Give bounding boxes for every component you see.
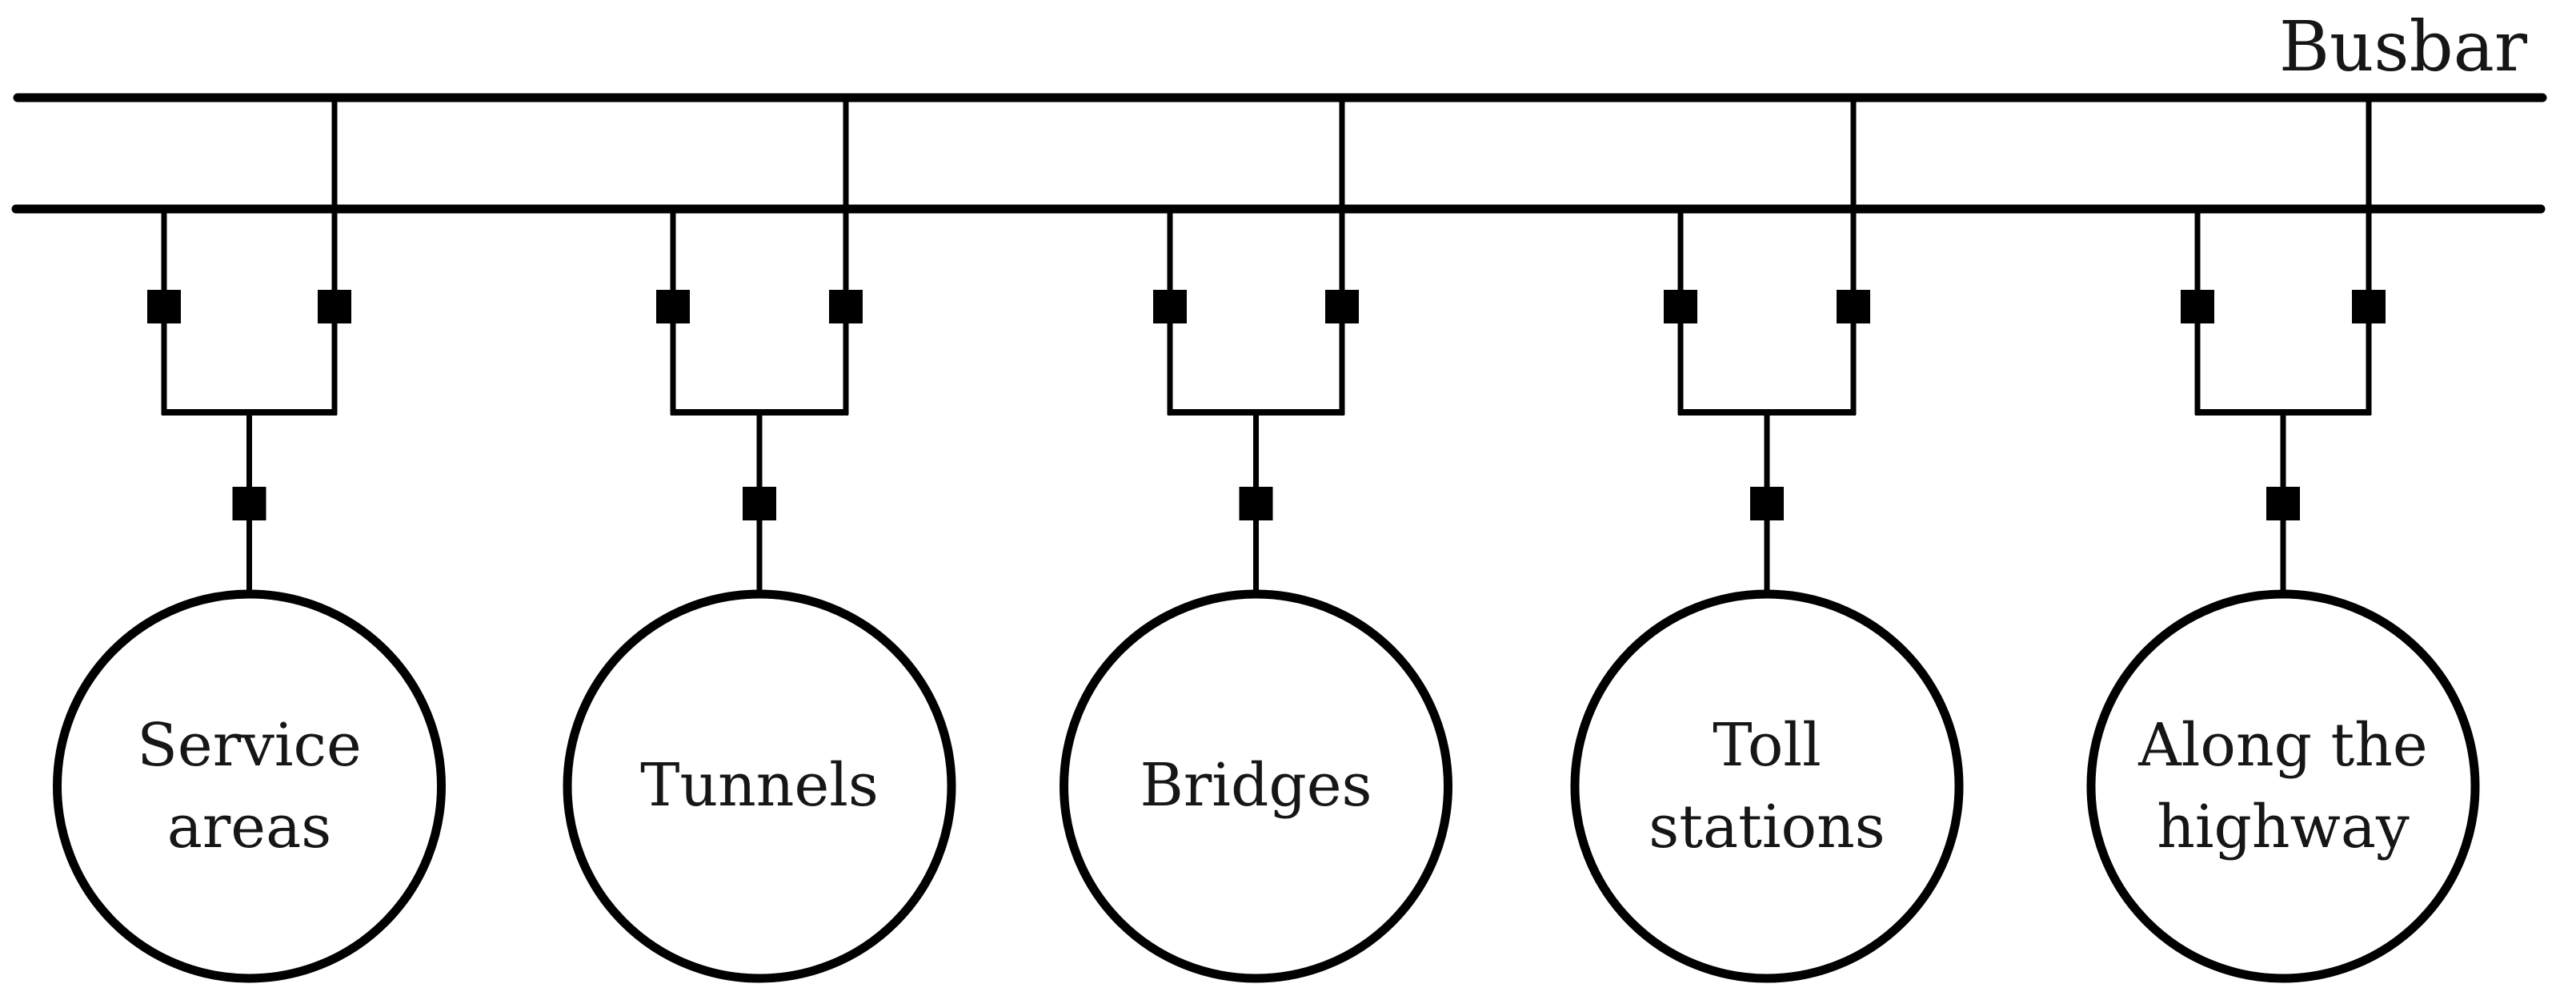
feeder-group-4: Toll stations	[1570, 98, 1964, 983]
switch-icon	[1153, 290, 1187, 323]
switch-icon	[318, 290, 351, 323]
feeder-group-5: Along the highway	[2086, 98, 2480, 983]
load-circle	[563, 589, 956, 983]
load-label-line: areas	[167, 793, 331, 861]
load-label-line: Along the	[2137, 711, 2427, 780]
switch-icon	[1239, 487, 1273, 520]
switch-icon	[656, 290, 690, 323]
switch-icon	[232, 487, 266, 520]
feeder-group-3: Bridges	[1060, 98, 1452, 983]
load-label-line: Service	[137, 711, 362, 780]
busbar-label: Busbar	[2279, 7, 2528, 87]
load-circle	[2086, 589, 2480, 983]
switch-icon	[1750, 487, 1784, 520]
load-label: Along the highway	[2137, 711, 2427, 861]
switch-icon	[1325, 290, 1359, 323]
load-label: Toll stations	[1649, 711, 1885, 861]
load-label: Service areas	[137, 711, 362, 861]
switch-icon	[743, 487, 776, 520]
feeder-group-2: Tunnels	[563, 98, 956, 983]
switch-icon	[2266, 487, 2300, 520]
switch-icon	[1664, 290, 1697, 323]
load-label-line: Tunnels	[640, 751, 879, 820]
load-circle	[53, 589, 446, 983]
feeder-group-1: Service areas	[53, 98, 446, 983]
load-circle	[1570, 589, 1964, 983]
switch-icon	[2181, 290, 2214, 323]
switch-icon	[2352, 290, 2386, 323]
load-label-line: Toll	[1713, 711, 1821, 780]
switch-icon	[829, 290, 863, 323]
load-circle	[1060, 589, 1452, 983]
load-label-line: highway	[2157, 793, 2410, 861]
switch-icon	[147, 290, 181, 323]
load-label-line: stations	[1649, 793, 1885, 861]
load-label: Tunnels	[640, 751, 879, 820]
load-label-line: Bridges	[1140, 751, 1372, 820]
load-label: Bridges	[1140, 751, 1372, 820]
switch-icon	[1837, 290, 1870, 323]
